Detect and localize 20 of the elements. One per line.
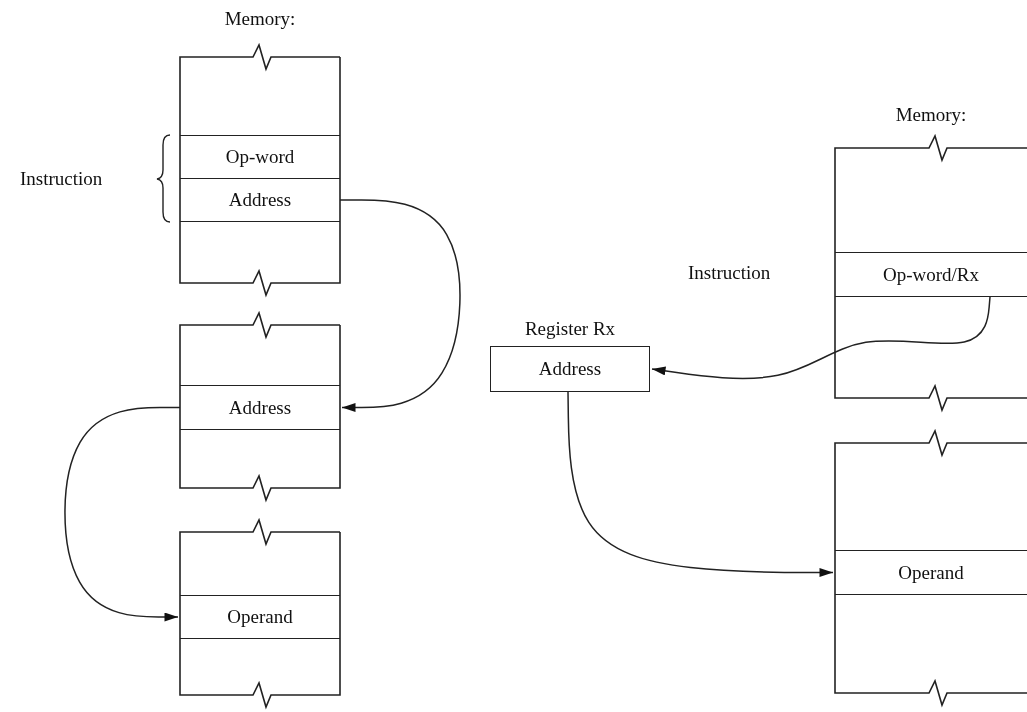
arrow xyxy=(651,296,991,380)
arrow xyxy=(339,199,461,412)
memory-heading: Memory: xyxy=(894,104,968,126)
cell-text: Address xyxy=(228,189,292,211)
arrow xyxy=(567,391,834,577)
cell-text: Operand xyxy=(227,606,293,628)
register-text: Address xyxy=(538,358,602,380)
cell-text: Address xyxy=(228,396,292,419)
memory-cell xyxy=(180,385,340,430)
register-heading: Register Rx xyxy=(523,318,617,340)
cell-text: Operand xyxy=(898,561,964,584)
instruction-label: Instruction xyxy=(20,168,103,190)
arrow xyxy=(64,406,181,622)
cell-text: Op-word xyxy=(225,146,295,168)
cell-text: Op-word/Rx xyxy=(882,263,980,286)
instruction-label: Instruction xyxy=(688,262,771,284)
memory-cell xyxy=(835,550,1027,595)
memory-cell xyxy=(835,252,1027,297)
memory-heading: Memory: xyxy=(223,8,297,30)
memory-cell xyxy=(180,595,340,639)
